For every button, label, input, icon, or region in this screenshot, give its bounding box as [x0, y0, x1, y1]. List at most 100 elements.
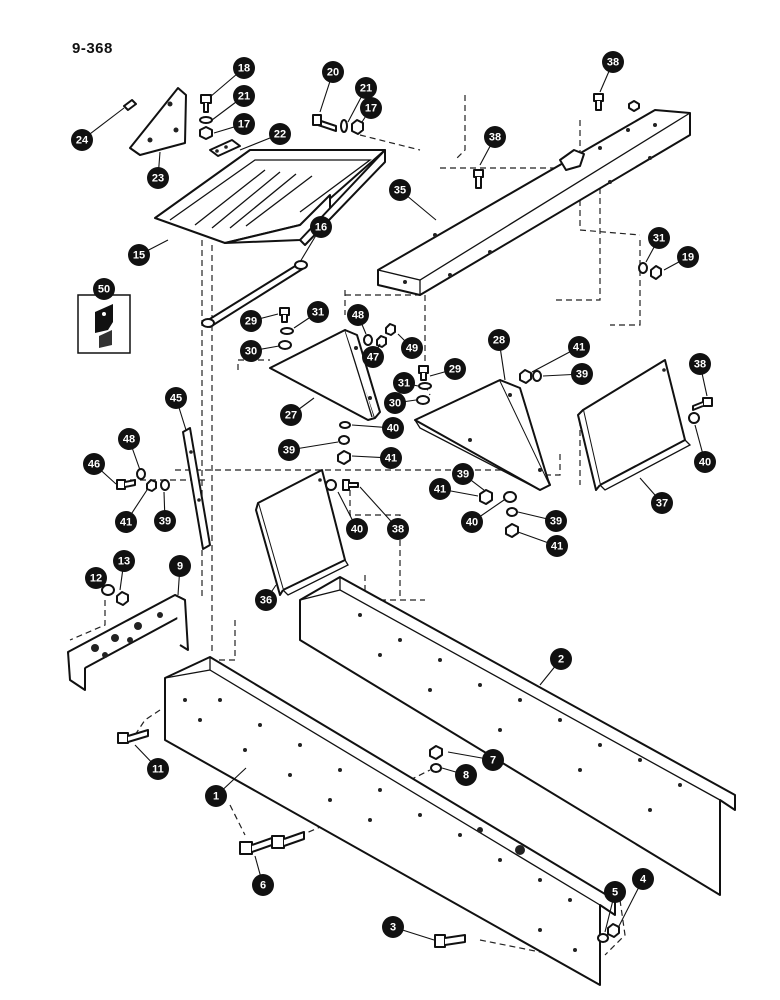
callout-label: 1 [213, 791, 219, 803]
callout-circle [393, 372, 415, 394]
callout-12: 12 [85, 567, 107, 589]
callout-39: 39 [278, 439, 339, 461]
part-37-right-plate [577, 359, 692, 491]
callout-label: 41 [120, 517, 132, 529]
callout-label: 4 [640, 874, 647, 886]
callout-label: 41 [434, 484, 446, 496]
callout-label: 41 [385, 453, 397, 465]
callout-41: 41 [517, 531, 568, 557]
callout-circle [252, 874, 274, 896]
hardware-29-31-30-right [416, 365, 432, 405]
callout-label: 7 [490, 755, 496, 767]
callout-6: 6 [252, 855, 274, 896]
callout-48: 48 [118, 428, 141, 471]
callout-circle [233, 113, 255, 135]
part-2-rear-rail [299, 576, 736, 896]
callout-41: 41 [531, 336, 590, 373]
callout-39: 39 [542, 363, 593, 385]
part-45-strap [182, 427, 211, 550]
callout-circle [694, 451, 716, 473]
callout-circle [444, 358, 466, 380]
hardware-12-13 [101, 584, 129, 606]
callout-39: 39 [154, 491, 176, 532]
callout-circle [278, 439, 300, 461]
callout-label: 39 [283, 445, 295, 457]
part-27-bracket [269, 329, 381, 421]
callout-label: 38 [694, 359, 706, 371]
callout-label: 38 [489, 132, 501, 144]
callout-label: 29 [245, 316, 257, 328]
callout-circle [269, 123, 291, 145]
callout-label: 49 [406, 343, 418, 355]
callout-29: 29 [240, 310, 279, 332]
callout-label: 21 [238, 91, 250, 103]
callout-circle [71, 129, 93, 151]
callout-16: 16 [299, 216, 332, 263]
callout-label: 35 [394, 185, 406, 197]
callout-46: 46 [83, 453, 117, 485]
callout-27: 27 [280, 397, 315, 426]
callout-circle [147, 167, 169, 189]
callout-label: 30 [245, 346, 257, 358]
callout-circle [387, 518, 409, 540]
callout-circle [147, 758, 169, 780]
callout-circle [382, 916, 404, 938]
callout-41: 41 [351, 447, 402, 469]
callout-13: 13 [113, 550, 135, 591]
callout-49: 49 [397, 333, 423, 359]
callout-circle [571, 363, 593, 385]
callout-circle [169, 555, 191, 577]
hardware-38-bolts-top [473, 93, 640, 189]
callout-label: 37 [656, 498, 668, 510]
callout-circle [568, 336, 590, 358]
hardware-3-bolt [434, 934, 466, 948]
hardware-5-4 [597, 923, 620, 943]
callout-48: 48 [347, 304, 369, 335]
callout-circle [455, 764, 477, 786]
callout-circle [118, 428, 140, 450]
callout-circle [461, 511, 483, 533]
part-35-top-beam [377, 109, 691, 296]
callout-20: 20 [319, 61, 344, 113]
callout-label: 40 [699, 457, 711, 469]
hardware-6-bolts [239, 831, 305, 855]
callout-label: 28 [493, 335, 505, 347]
callout-label: 29 [449, 364, 461, 376]
callout-31: 31 [393, 372, 419, 394]
callout-17: 17 [360, 97, 382, 123]
callout-circle [83, 453, 105, 475]
callout-label: 39 [576, 369, 588, 381]
callout-circle [550, 648, 572, 670]
callout-38: 38 [599, 51, 624, 93]
callout-circle [632, 868, 654, 890]
callout-37: 37 [639, 477, 673, 514]
callout-label: 40 [387, 423, 399, 435]
callout-circle [482, 749, 504, 771]
callout-label: 19 [682, 252, 694, 264]
callout-35: 35 [389, 179, 437, 221]
callout-label: 21 [360, 83, 372, 95]
callout-circle [382, 417, 404, 439]
callout-label: 16 [315, 222, 327, 234]
callout-5: 5 [604, 881, 626, 933]
callout-label: 5 [612, 887, 618, 899]
hardware-20-21-17 [312, 114, 364, 135]
callout-label: 12 [90, 573, 102, 585]
callout-circle [546, 535, 568, 557]
callout-circle [380, 447, 402, 469]
hardware-38-40-right [688, 397, 713, 424]
callout-circle [322, 61, 344, 83]
part-15-tray [154, 139, 386, 246]
part-24-screw [123, 99, 137, 111]
callout-label: 40 [466, 517, 478, 529]
part-1-front-rail [164, 656, 616, 986]
callout-41: 41 [115, 489, 148, 533]
callout-21: 21 [347, 77, 377, 123]
callout-label: 20 [327, 67, 339, 79]
hardware-40-39-41-center [337, 421, 351, 465]
callout-label: 6 [260, 880, 266, 892]
callout-label: 17 [365, 103, 377, 115]
callout-circle [401, 337, 423, 359]
callout-label: 46 [88, 459, 100, 471]
